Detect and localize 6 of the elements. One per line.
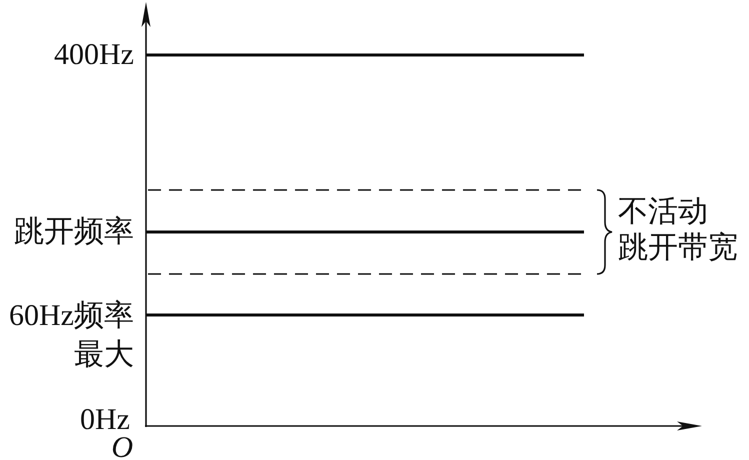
frequency-label: 跳开频率 xyxy=(14,214,134,250)
origin-label: O xyxy=(111,434,133,460)
frequency-label: 0Hz xyxy=(80,405,130,435)
frequency-label: 400Hz xyxy=(54,37,134,73)
frequency-label: 60Hz频率最大 xyxy=(8,298,134,373)
brace-label: 不活动跳开带宽 xyxy=(618,194,739,266)
